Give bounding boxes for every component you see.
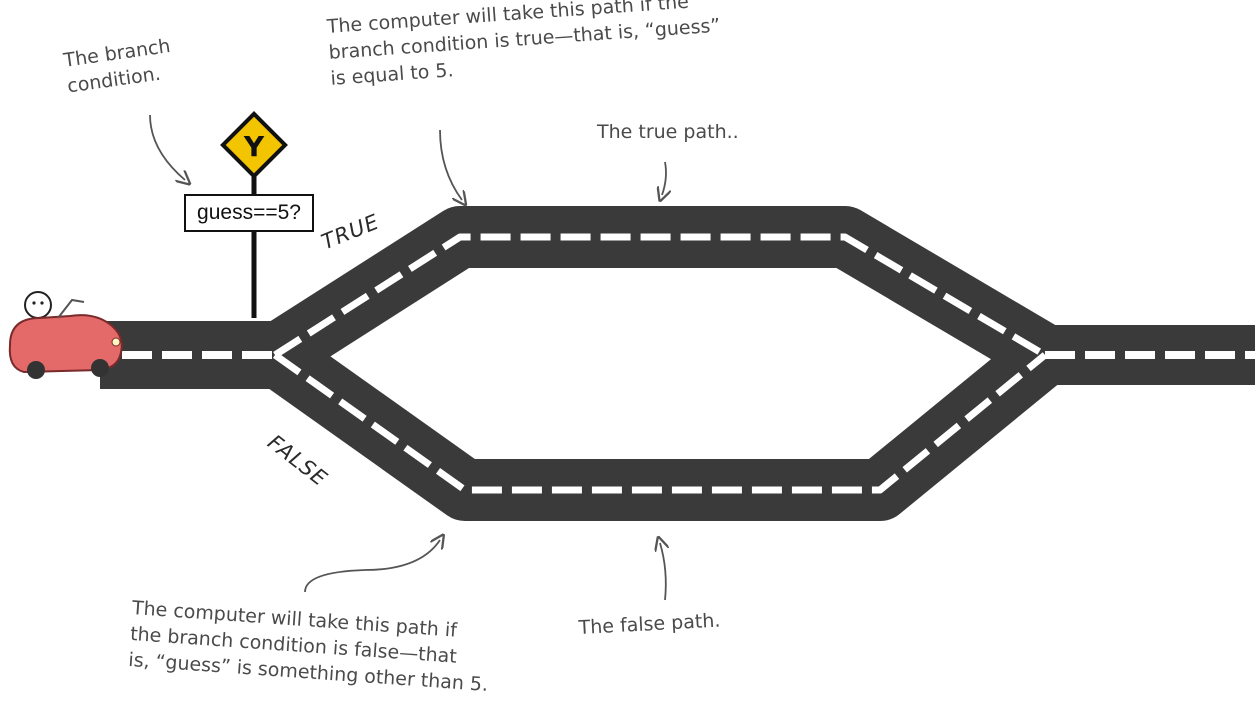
car-windshield [57,298,85,319]
lane-marking-false [272,352,1048,494]
road-sign: Y [220,111,288,318]
car-body [8,314,123,374]
lane-marking-true [273,233,1047,359]
branch-condition-sign: guess==5? [184,194,314,232]
false-road [257,329,1065,521]
true-path-annotation: The true path.. [597,121,739,143]
annotation-arrows [149,114,666,601]
arrow-false-path [660,543,666,601]
true-road [258,206,1061,382]
road-network [100,206,1255,521]
y-junction-sign-icon [220,111,288,179]
car-wheel-front [91,359,109,377]
arrow-to-condition [149,114,185,180]
branch-condition-text: guess==5? [197,201,301,224]
road-sign-letter: Y [243,130,265,163]
arrow-to-true-road [439,129,462,200]
driver-head [24,291,52,319]
car-wheel-back [27,361,45,379]
arrow-true-path [662,161,666,195]
arrow-to-false-road [304,540,440,593]
car-headlight [111,337,121,347]
car-with-driver-icon [8,291,123,379]
